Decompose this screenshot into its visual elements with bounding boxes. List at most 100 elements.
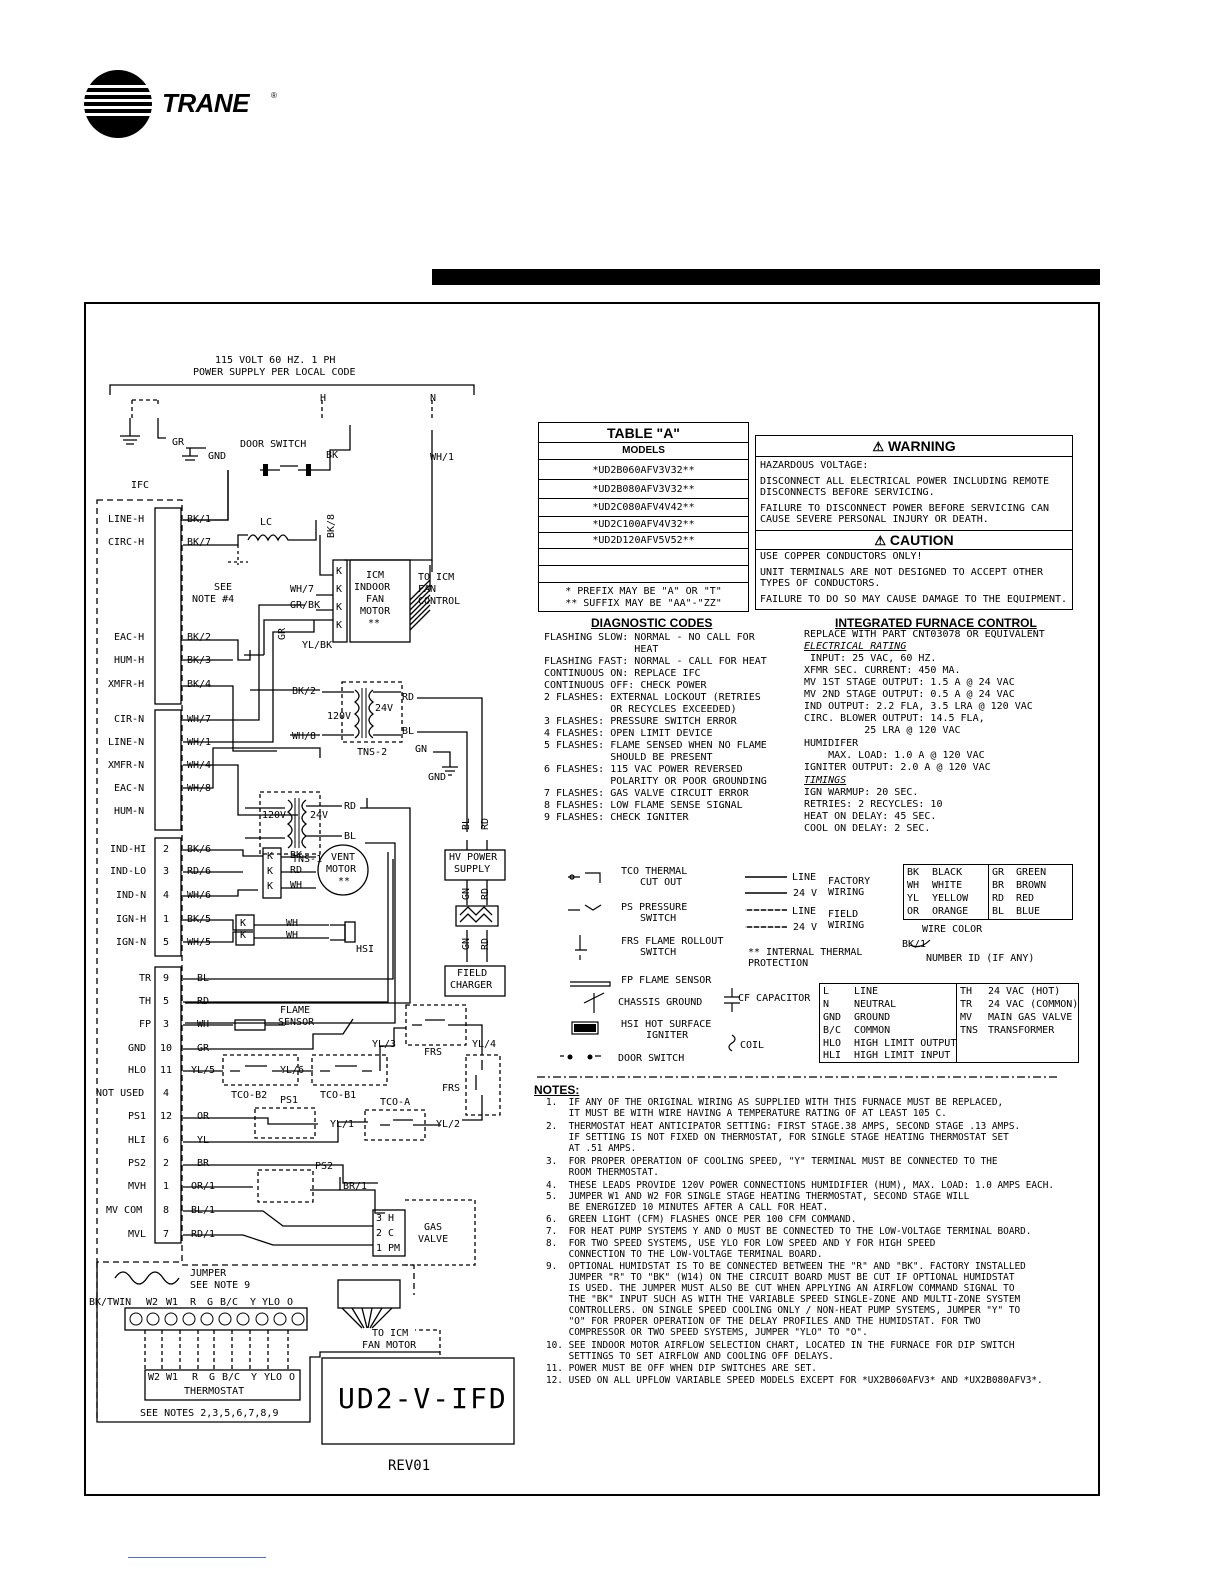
term-xmfr-n: XMFR-N	[108, 760, 145, 771]
gas-valve-c: 2 C	[376, 1228, 395, 1239]
legend-tco: TCO THERMAL	[621, 866, 688, 877]
switch-yl1: YL/1	[330, 1119, 355, 1130]
thermostat-title: THERMOSTAT	[184, 1386, 245, 1397]
supply-gr: GR	[172, 437, 185, 448]
term-ind-lo: IND-LO	[110, 866, 147, 877]
legend-wire-color: WIRE COLOR	[922, 924, 983, 935]
wire-color-table: BK BLACK GR GREEN WH WHITE BR BROWN YL Y…	[903, 864, 1073, 920]
abbrev-code: GND	[823, 1012, 842, 1023]
note-line: 7. FOR HEAT PUMP SYSTEMS Y AND O MUST BE…	[546, 1226, 1032, 1237]
legend-hsi: HSI HOT SURFACE	[621, 1019, 712, 1030]
gas-valve-h: 3 H	[376, 1213, 395, 1224]
ifc-control-title: INTEGRATED FURNACE CONTROL	[835, 616, 1037, 630]
note-line: ROOM THERMOSTAT.	[546, 1167, 659, 1178]
note-line: JUMPER "R" TO "BK" (W14) ON THE CIRCUIT …	[546, 1272, 1015, 1283]
model-row: *UD2C100AFV4V32**	[592, 519, 695, 530]
ifc-spec-line: CIRC. BLOWER OUTPUT: 14.5 FLA,	[804, 713, 985, 724]
color-name: ORANGE	[932, 906, 969, 917]
supply-h: H	[320, 393, 327, 404]
caution-line: USE COPPER CONDUCTORS ONLY!	[760, 551, 923, 562]
icm-wire-bk8: BK/8	[326, 513, 338, 539]
abbrev-desc: HIGH LIMIT OUTPUT	[854, 1038, 957, 1049]
prefix-note: * PREFIX MAY BE "A" OR "T"	[565, 586, 722, 597]
wire-wh5: WH/5	[187, 937, 212, 948]
abbrev-code: HLI	[823, 1050, 842, 1061]
color-code: BL	[992, 906, 1005, 917]
notes-title: NOTES:	[534, 1083, 580, 1097]
diag-line: 7 FLASHES: GAS VALVE CIRCUIT ERROR	[544, 788, 749, 799]
color-name: GREEN	[1016, 867, 1047, 878]
tstat-r: R	[192, 1372, 199, 1383]
footer-link-underline[interactable]	[128, 1557, 266, 1558]
note-line: 1. IF ANY OF THE ORIGINAL WIRING AS SUPP…	[546, 1097, 1004, 1108]
diag-line: 6 FLASHES: 115 VAC POWER REVERSED	[544, 764, 743, 775]
wire-wh4: WH/4	[187, 760, 212, 771]
diag-line: CONTINUOUS OFF: CHECK POWER	[544, 680, 707, 691]
switch-yl6: YL/6	[280, 1065, 305, 1076]
trane-logo-icon	[84, 70, 154, 138]
legend-frs: FRS FLAME ROLLOUT	[621, 936, 724, 947]
abbrev-code: TR	[960, 999, 973, 1010]
diag-line: FLASHING SLOW: NORMAL - NO CALL FOR	[544, 632, 755, 643]
note-line: 6. GREEN LIGHT (CFM) FLASHES ONCE PER 10…	[546, 1214, 857, 1225]
legend-ps: PS PRESSURE	[621, 902, 688, 913]
note-line: 9. OPTIONAL HUMIDSTAT IS TO BE CONNECTED…	[546, 1261, 1026, 1272]
diag-line: 3 FLASHES: PRESSURE SWITCH ERROR	[544, 716, 737, 727]
tns1-120v: 120V	[262, 810, 287, 821]
ifc-spec-line: REPLACE WITH PART CNT03078 OR EQUIVALENT	[804, 629, 1045, 640]
note-line: "O" FOR PROPER OPERATION OF THE DELAY PR…	[546, 1316, 981, 1327]
note-line: 8. FOR TWO SPEED SYSTEMS, USE YLO FOR LO…	[546, 1238, 936, 1249]
supply-line2: POWER SUPPLY PER LOCAL CODE	[193, 367, 356, 378]
switch-frs2: FRS	[442, 1083, 461, 1094]
term-line-n: LINE-N	[108, 737, 145, 748]
icm-pin: K	[336, 602, 343, 613]
warning-line: DISCONNECTS BEFORE SERVICING.	[760, 487, 935, 498]
note-line: 2. THERMOSTAT HEAT ANTICIPATOR SETTING: …	[546, 1121, 1021, 1132]
caution-heading: ⚠ CAUTION	[756, 532, 1072, 549]
abbrev-desc: GROUND	[854, 1012, 891, 1023]
diag-line: 9 FLASHES: CHECK IGNITER	[544, 812, 689, 823]
ifc-spec-line: IND OUTPUT: 2.2 FLA, 3.5 LRA @ 120 VAC	[804, 701, 1033, 712]
ifc-spec-line: RETRIES: 2 RECYCLES: 10	[804, 799, 943, 810]
color-name: WHITE	[932, 880, 963, 891]
brand-name: TRANE	[162, 88, 250, 118]
legend-field: FIELD	[828, 909, 859, 920]
door-switch-label: DOOR SWITCH	[240, 439, 307, 450]
hsi-pin: K	[240, 930, 247, 941]
switch-tco-b2: TCO-B2	[231, 1090, 268, 1101]
diag-line: SHOULD BE PRESENT	[544, 752, 713, 763]
term-cir-n: CIR-N	[114, 714, 145, 725]
term-mvl: MVL	[128, 1229, 147, 1240]
tns1-label: TNS-1	[292, 854, 323, 865]
tns1-rd: RD	[344, 801, 357, 812]
pin-6: 6	[163, 1135, 170, 1146]
pin-2: 2	[163, 844, 170, 855]
supply-bk: BK	[326, 450, 339, 461]
diag-line: OR RECYCLES EXCEEDED)	[544, 704, 737, 715]
vent-wire-rd: RD	[290, 865, 303, 876]
tns2-in-wh8: WH/8	[292, 731, 317, 742]
wire-bl: BL	[197, 973, 210, 984]
tns2-bl: BL	[402, 726, 415, 737]
fc-wire-gn1: GN	[461, 887, 473, 901]
term-ind-n: IND-N	[116, 890, 147, 901]
switch-br1: BR/1	[343, 1181, 368, 1192]
note-line: IT MUST BE WITH WIRE HAVING A TEMPERATUR…	[546, 1108, 947, 1119]
legend-chassis: CHASSIS GROUND	[618, 997, 703, 1008]
abbrev-code: B/C	[823, 1025, 842, 1036]
abbrev-code: HLO	[823, 1038, 842, 1049]
pin-9: 9	[163, 973, 170, 984]
ifc-spec-line: IGN WARMUP: 20 SEC.	[804, 787, 919, 798]
legend-wiring: WIRING	[828, 887, 865, 898]
warning-line: DISCONNECT ALL ELECTRICAL POWER INCLUDIN…	[760, 476, 1049, 487]
wire-bk7: BK/7	[187, 537, 212, 548]
fc-wire-rd1: RD	[480, 887, 492, 901]
warning-heading: ⚠ WARNING	[756, 438, 1072, 455]
abbrev-desc: TRANSFORMER	[988, 1025, 1055, 1036]
ifc-spec-line: XFMR SEC. CURRENT: 450 MA.	[804, 665, 961, 676]
warning-caution-box: ⚠ WARNING HAZARDOUS VOLTAGE: DISCONNECT …	[755, 435, 1073, 610]
model-id: UD2-V-IFD	[338, 1382, 508, 1415]
warning-title: WARNING	[887, 438, 956, 454]
diagnostic-codes-title: DIAGNOSTIC CODES	[591, 616, 713, 630]
note-line: 4. THESE LEADS PROVIDE 120V POWER CONNEC…	[546, 1180, 1054, 1191]
